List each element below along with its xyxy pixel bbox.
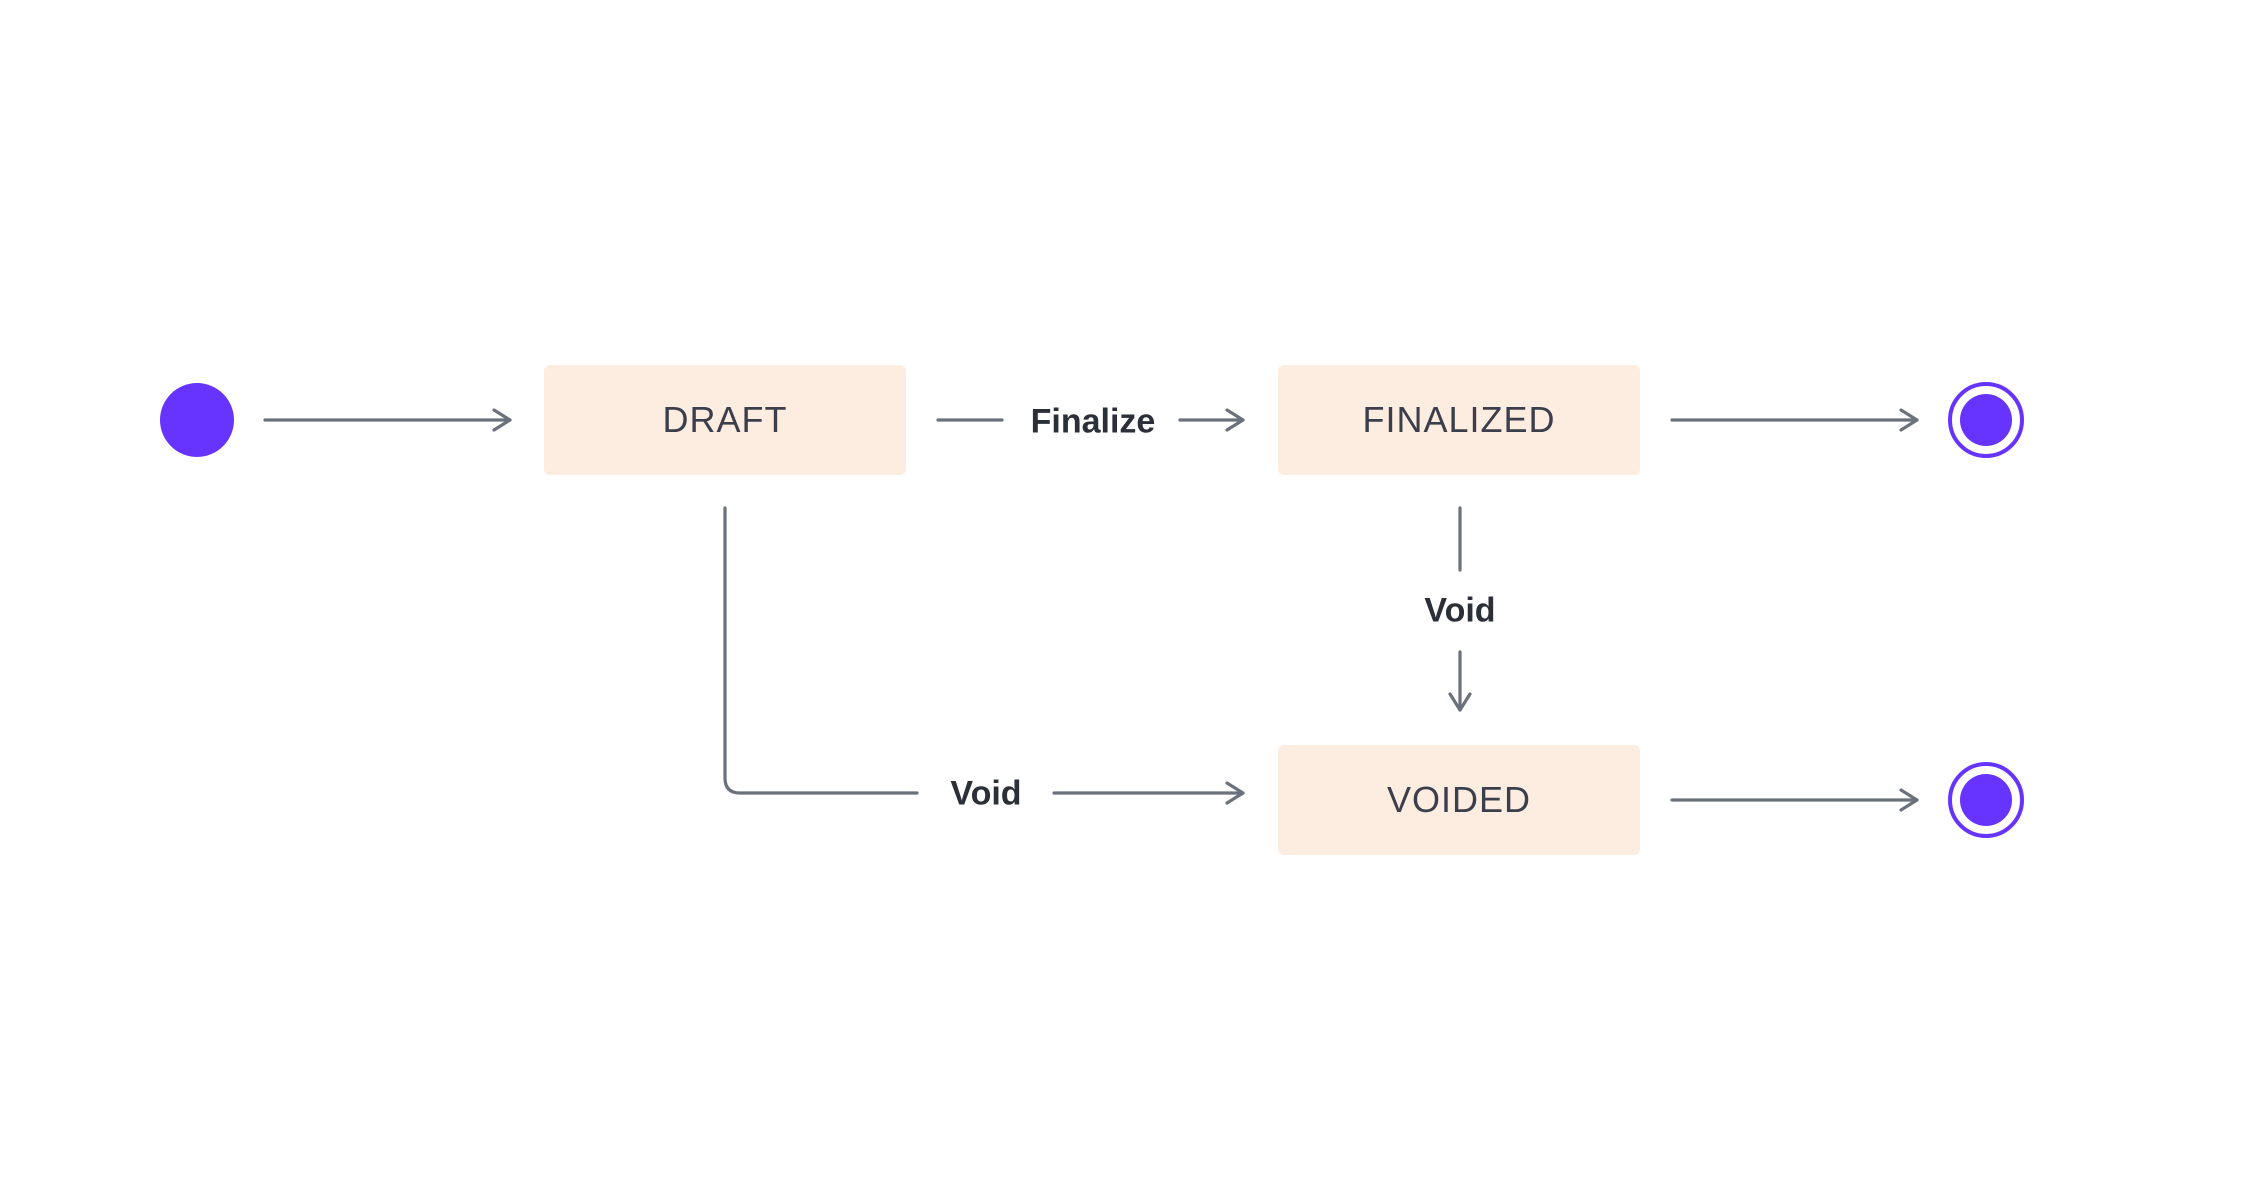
edge-label-finalize: Finalize [1030, 402, 1156, 441]
initial-node [160, 383, 234, 457]
state-finalized-label: FINALIZED [1362, 399, 1556, 440]
final-node-voided [1948, 762, 2024, 838]
final-node-finalized [1948, 382, 2024, 458]
state-finalized: FINALIZED [1278, 365, 1640, 475]
state-draft-label: DRAFT [662, 399, 788, 440]
edge-label-void-vertical: Void [1424, 591, 1496, 630]
edge-draft-to-voided-segment-1 [723, 506, 919, 795]
edge-label-void-horizontal: Void [950, 774, 1022, 813]
state-voided: VOIDED [1278, 745, 1640, 855]
state-draft: DRAFT [544, 365, 906, 475]
state-voided-label: VOIDED [1386, 779, 1532, 820]
